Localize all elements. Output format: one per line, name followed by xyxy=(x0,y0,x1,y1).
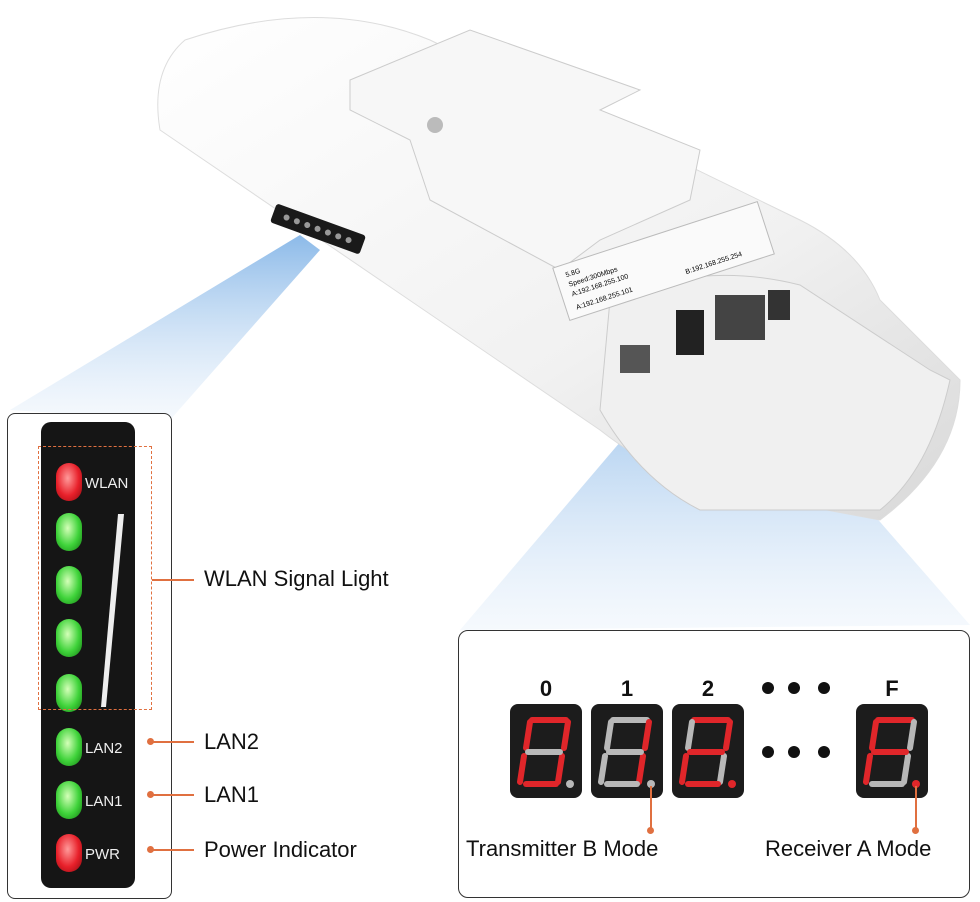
pwr-label: PWR xyxy=(85,846,120,863)
callout-line-lan1 xyxy=(152,794,194,796)
signal-led-3 xyxy=(56,619,82,657)
lan2-label: LAN2 xyxy=(85,740,123,757)
segment-f xyxy=(604,719,614,751)
segment-c xyxy=(555,753,565,785)
seven-seg-digit-2 xyxy=(672,704,744,798)
callout-line-wlan xyxy=(152,579,194,581)
segment-b xyxy=(642,719,652,751)
segment-f xyxy=(523,719,533,751)
segment-e xyxy=(863,753,873,785)
ellipsis-dot xyxy=(818,746,830,758)
callout-line-lan2 xyxy=(152,741,194,743)
decimal-point xyxy=(566,780,574,788)
wlan-led xyxy=(56,463,82,501)
led-panel: WLAN LAN2 LAN1 PWR xyxy=(7,413,172,899)
callout-dot-receiver xyxy=(912,827,919,834)
ellipsis-dot xyxy=(788,682,800,694)
callout-dot-power xyxy=(147,846,154,853)
callout-dot-lan1 xyxy=(147,791,154,798)
seven-seg-digit-f xyxy=(856,704,928,798)
ellipsis-dot xyxy=(762,682,774,694)
segment-b xyxy=(907,719,917,751)
lan-port-1 xyxy=(620,345,650,373)
digit-label-1: 1 xyxy=(620,676,634,701)
wlan-label: WLAN xyxy=(85,475,129,492)
digit-label-2: 2 xyxy=(701,676,715,701)
lan1-label: LAN1 xyxy=(85,793,123,810)
pwr-led xyxy=(56,834,82,872)
callout-line-power xyxy=(152,849,194,851)
segment-f xyxy=(685,719,695,751)
receiver-a-mode-label: Receiver A Mode xyxy=(765,836,932,861)
mounting-bracket xyxy=(349,29,701,271)
callout-lan1: LAN1 xyxy=(204,782,260,807)
segment-e xyxy=(598,753,608,785)
callout-dot-transmitter xyxy=(647,827,654,834)
device-label: 5.8G Speed:300Mbps A:192.168.255.100 A:1… xyxy=(552,200,775,321)
ellipsis-dot xyxy=(762,746,774,758)
lan2-led xyxy=(56,728,82,766)
callout-wlan-signal: WLAN Signal Light xyxy=(204,566,389,591)
callout-power: Power Indicator xyxy=(204,837,357,862)
lan-port-2 xyxy=(715,295,765,340)
led-strip: WLAN LAN2 LAN1 PWR xyxy=(41,422,135,888)
digit-label-f: F xyxy=(885,676,899,701)
segment-c xyxy=(636,753,646,785)
label-band: 5.8G xyxy=(565,268,582,279)
segment-c xyxy=(901,753,911,785)
power-port xyxy=(768,290,790,320)
device-led-strip xyxy=(270,204,366,254)
transmitter-b-mode-label: Transmitter B Mode xyxy=(466,836,659,861)
mode-display xyxy=(676,310,704,355)
callout-line-receiver xyxy=(915,786,917,828)
segment-e xyxy=(679,753,689,785)
signal-led-1 xyxy=(56,513,82,551)
segment-b xyxy=(561,719,571,751)
callout-line-transmitter xyxy=(650,786,652,828)
segment-f xyxy=(869,719,879,751)
ellipsis-dot xyxy=(818,682,830,694)
segment-e xyxy=(517,753,527,785)
device-illustration: 5.8G Speed:300Mbps A:192.168.255.100 A:1… xyxy=(10,17,970,630)
light-beam-left xyxy=(10,235,320,420)
decimal-point xyxy=(912,780,920,788)
seven-seg-digit-0 xyxy=(510,704,582,798)
decimal-point xyxy=(647,780,655,788)
segment-b xyxy=(723,719,733,751)
signal-led-4 xyxy=(56,674,82,712)
wlan-signal-highlight xyxy=(38,446,152,710)
digit-label-0: 0 xyxy=(539,676,553,701)
decimal-point xyxy=(728,780,736,788)
callout-dot-lan2 xyxy=(147,738,154,745)
signal-strength-wedge-icon xyxy=(101,514,124,707)
seven-seg-digit-1 xyxy=(591,704,663,798)
segment-c xyxy=(717,753,727,785)
signal-led-2 xyxy=(56,566,82,604)
ellipsis-dot xyxy=(788,746,800,758)
callout-lan2: LAN2 xyxy=(204,729,260,754)
lan1-led xyxy=(56,781,82,819)
mounting-hole xyxy=(427,117,443,133)
